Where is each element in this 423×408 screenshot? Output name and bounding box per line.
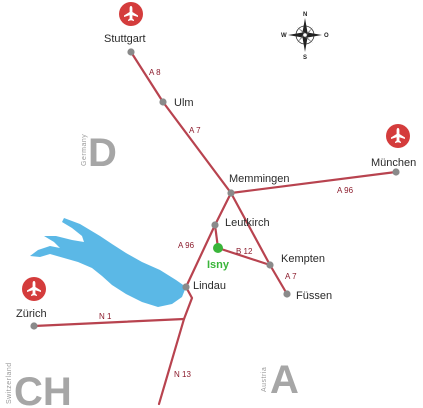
compass-label-o: O bbox=[324, 33, 329, 39]
lake-constance bbox=[30, 218, 186, 307]
road-label-n1: N 1 bbox=[99, 312, 112, 321]
road-isny-kempten bbox=[216, 246, 272, 267]
city-dot-zurich[interactable] bbox=[30, 322, 38, 330]
city-dot-leutkirch[interactable] bbox=[211, 221, 219, 229]
compass-rose: N S W O bbox=[281, 12, 329, 61]
city-label-munchen: München bbox=[371, 157, 416, 169]
road-label-a96-east: A 96 bbox=[337, 186, 354, 195]
city-dot-isny[interactable] bbox=[213, 243, 223, 253]
country-name-switzerland: Switzerland bbox=[6, 362, 13, 404]
road-label-a96-west: A 96 bbox=[178, 241, 195, 250]
city-markers bbox=[30, 48, 400, 330]
road-a96-memmingen-munchen bbox=[229, 170, 398, 195]
city-dot-fussen[interactable] bbox=[283, 290, 291, 298]
airport-icon-stuttgart[interactable] bbox=[119, 2, 143, 26]
country-name-austria: Austria bbox=[261, 367, 268, 392]
road-a96-leutkirch-lindau bbox=[184, 223, 217, 289]
road-n1-zurich bbox=[32, 317, 186, 328]
road-label-a8: A 8 bbox=[149, 68, 161, 77]
country-abbr-switzerland: CH bbox=[14, 370, 72, 408]
city-dot-munchen[interactable] bbox=[392, 168, 400, 176]
city-dot-kempten[interactable] bbox=[266, 261, 274, 269]
country-abbr-germany: D bbox=[88, 131, 117, 175]
road-a8-a7-stuttgart-memmingen bbox=[129, 50, 233, 195]
city-label-lindau: Lindau bbox=[193, 280, 226, 292]
city-label-fussen: Füssen bbox=[296, 290, 332, 302]
compass-label-s: S bbox=[303, 55, 307, 61]
city-label-isny: Isny bbox=[207, 259, 230, 271]
city-label-memmingen: Memmingen bbox=[229, 173, 290, 185]
compass-label-n: N bbox=[303, 12, 307, 18]
city-label-ulm: Ulm bbox=[174, 97, 194, 109]
road-lindau-south bbox=[157, 285, 194, 406]
city-dot-memmingen[interactable] bbox=[227, 189, 235, 197]
country-abbr-austria: A bbox=[270, 358, 299, 402]
airport-icon-munchen[interactable] bbox=[386, 124, 410, 148]
city-label-zurich: Zürich bbox=[16, 308, 47, 320]
city-dot-ulm[interactable] bbox=[159, 98, 167, 106]
city-label-kempten: Kempten bbox=[281, 253, 325, 265]
airport-icon-zurich[interactable] bbox=[22, 277, 46, 301]
road-memmingen-leutkirch bbox=[213, 191, 233, 227]
city-label-stuttgart: Stuttgart bbox=[104, 33, 146, 45]
city-dot-stuttgart[interactable] bbox=[127, 48, 135, 56]
road-label-n13: N 13 bbox=[174, 370, 191, 379]
country-name-germany: Germany bbox=[81, 134, 88, 166]
city-dot-lindau[interactable] bbox=[182, 283, 190, 291]
city-label-leutkirch: Leutkirch bbox=[225, 217, 270, 229]
compass-label-w: W bbox=[281, 33, 287, 39]
road-label-a7-north: A 7 bbox=[189, 126, 201, 135]
road-a7-memmingen-fussen bbox=[229, 191, 289, 296]
road-label-a7-south: A 7 bbox=[285, 272, 297, 281]
road-label-b12: B 12 bbox=[236, 247, 253, 256]
